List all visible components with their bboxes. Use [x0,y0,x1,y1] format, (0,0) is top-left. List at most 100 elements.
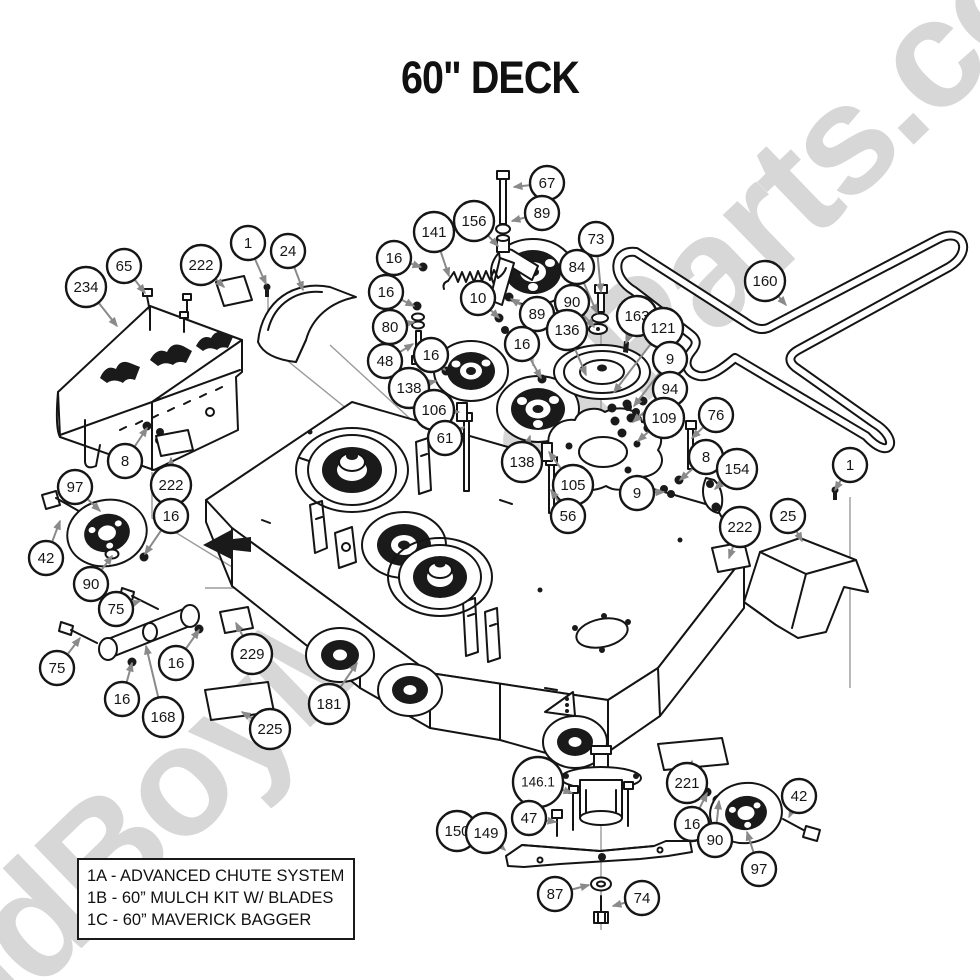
callout-leader-74 [611,899,625,908]
callout-number-16: 16 [114,691,131,708]
callout-number-97: 97 [751,861,768,878]
callout-balloon-61 [426,419,464,457]
callout-number-90: 90 [564,294,581,311]
discharge-chute-right [743,537,869,639]
callout-number-156: 156 [461,213,486,230]
callout-leader-141 [439,251,451,278]
deck-spindle-assemblies [295,427,493,617]
callout-balloon-168 [141,695,185,739]
callout-leader-234 [98,302,118,328]
callout-number-150: 150 [444,823,469,840]
callout-leader-160 [777,295,787,307]
callout-number-87: 87 [547,886,564,903]
callout-balloon-56 [549,497,587,535]
callout-balloon-42 [27,539,65,577]
callout-leader-136 [574,348,587,377]
callout-number-234: 234 [73,279,98,296]
callout-number-16: 16 [163,508,180,525]
callout-number-90: 90 [707,832,724,849]
callout-balloon-136 [545,308,589,352]
callout-number-56: 56 [560,508,577,525]
callout-number-47: 47 [521,810,538,827]
callout-leader-163 [625,333,633,345]
callout-balloon-97 [740,850,778,888]
callout-balloon-149 [464,811,508,855]
callout-number-154: 154 [724,461,749,478]
callout-leader-1 [254,259,267,286]
callout-number-146.1: 146.1 [521,775,555,790]
callout-leader-16 [144,530,162,556]
callout-number-97: 97 [67,479,84,496]
callout-number-80: 80 [382,319,399,336]
callout-leader-61 [454,426,466,435]
callout-leader-84 [583,283,598,315]
mower-blade [505,840,693,868]
callout-leader-24 [293,267,304,292]
callout-balloon-154 [715,447,759,491]
callout-number-109: 109 [651,410,676,427]
callout-balloon-16 [103,680,141,718]
callout-number-25: 25 [780,508,797,525]
callout-balloon-16 [367,273,405,311]
callout-balloon-87 [536,875,574,913]
callout-number-1: 1 [244,235,252,252]
callout-number-149: 149 [473,825,498,842]
callout-balloon-76 [697,396,735,434]
callout-number-74: 74 [634,890,651,907]
callout-balloon-221 [665,761,709,805]
callout-number-42: 42 [38,550,55,567]
callout-leader-76 [690,426,704,440]
callout-balloon-234 [64,265,108,309]
callout-number-225: 225 [257,721,282,738]
callout-number-136: 136 [554,322,579,339]
callout-number-160: 160 [752,273,777,290]
callout-leader-89 [510,214,525,223]
callout-number-168: 168 [150,709,175,726]
callout-leader-10 [490,309,501,320]
callout-leader-222 [728,546,736,560]
callout-number-89: 89 [534,205,551,222]
callout-balloon-25 [769,497,807,535]
callout-leader-42 [51,519,61,542]
legend-box: 1A - ADVANCED CHUTE SYSTEM 1B - 60” MULC… [77,858,355,940]
callout-number-229: 229 [239,646,264,663]
callout-balloon-10 [459,279,497,317]
callout-leader-149 [496,841,507,852]
callout-number-105: 105 [560,477,585,494]
callout-leader-42 [788,807,797,819]
callout-balloon-42 [780,777,818,815]
callout-balloon-75 [38,649,76,687]
callout-balloon-75 [97,590,135,628]
callout-number-9: 9 [633,485,641,502]
hanger-brackets [309,437,501,663]
callout-leader-109 [636,431,649,442]
callout-leader-90 [101,554,113,571]
blade-fasteners [590,876,612,924]
legend-line-1b: 1B - 60” MULCH KIT W/ BLADES [87,889,334,907]
callout-leader-146.1 [562,786,574,795]
callout-number-138: 138 [509,454,534,471]
left-wheel-assembly [41,490,149,568]
discharge-chute-upper [257,284,357,363]
callout-number-121: 121 [650,320,675,337]
callout-leader-121 [613,344,651,394]
callout-leader-67 [512,182,530,190]
callout-balloon-225 [248,707,292,751]
callout-number-76: 76 [708,407,725,424]
callout-leader-16 [698,791,708,809]
callout-leader-47 [546,816,558,825]
callout-leader-16 [436,361,447,372]
callout-leader-181 [339,661,358,688]
decal-plates [155,275,751,771]
callout-number-90: 90 [83,576,100,593]
callout-balloon-8 [106,442,144,480]
callout-number-75: 75 [49,660,66,677]
callout-number-106: 106 [421,402,446,419]
callout-leader-16 [410,260,423,269]
callout-balloon-16 [157,644,195,682]
callout-balloon-65 [105,247,143,285]
callout-leader-65 [134,279,146,295]
callout-number-221: 221 [674,775,699,792]
callout-number-73: 73 [588,231,605,248]
